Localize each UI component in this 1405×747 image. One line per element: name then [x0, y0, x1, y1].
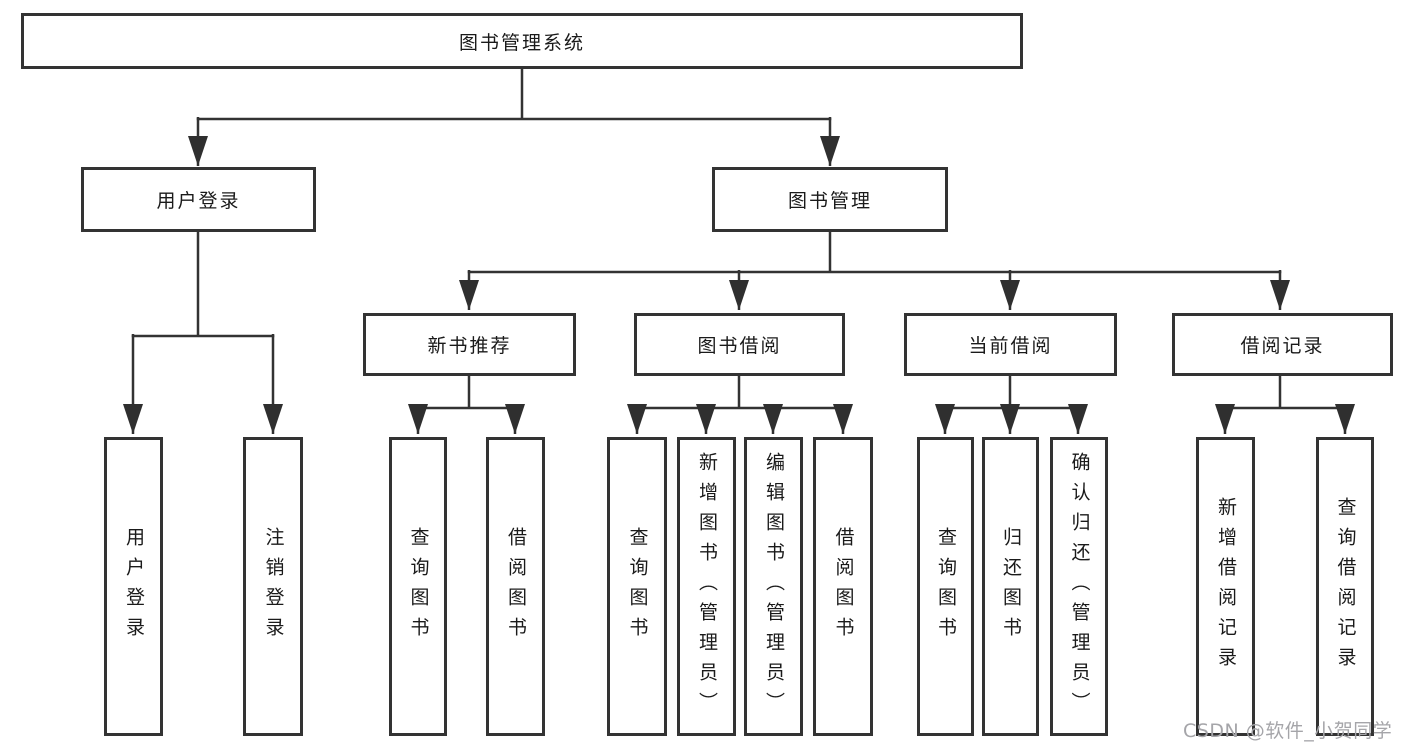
- node-label: 用户登录: [156, 190, 241, 212]
- node-book-borrowing: 图书借阅: [634, 313, 845, 376]
- node-label: 归还图书: [1000, 526, 1022, 647]
- node-new-book-recommendation: 新书推荐: [363, 313, 576, 376]
- leaf-borrow-books-recommend: 借阅图书: [486, 437, 545, 736]
- leaf-user-login: 用户登录: [104, 437, 163, 736]
- leaf-return-books: 归还图书: [982, 437, 1039, 736]
- leaf-add-borrow-record: 新增借阅记录: [1196, 437, 1255, 736]
- node-borrowing-records: 借阅记录: [1172, 313, 1393, 376]
- leaf-query-books-current: 查询图书: [917, 437, 974, 736]
- node-label: 新增借阅记录: [1215, 496, 1237, 677]
- node-label: 编辑图书（管理员）: [763, 451, 785, 722]
- node-label: 新书推荐: [427, 335, 512, 357]
- node-label: 借阅记录: [1240, 335, 1325, 357]
- node-label: 查询图书: [626, 526, 649, 647]
- leaf-edit-book-admin: 编辑图书（管理员）: [744, 437, 803, 736]
- node-book-management: 图书管理: [712, 167, 948, 232]
- node-label: 确认归还（管理员）: [1068, 451, 1091, 722]
- node-label: 注销登录: [262, 526, 285, 647]
- node-label: 用户登录: [123, 526, 145, 647]
- watermark: CSDN @软件_小贺同学: [1183, 720, 1393, 742]
- leaf-query-books-recommend: 查询图书: [389, 437, 447, 736]
- node-label: 借阅图书: [832, 526, 855, 647]
- leaf-query-borrow-record: 查询借阅记录: [1316, 437, 1374, 736]
- node-label: 新增图书（管理员）: [696, 451, 718, 722]
- node-user-login: 用户登录: [81, 167, 316, 232]
- node-label: 图书管理系统: [458, 31, 585, 54]
- node-label: 查询图书: [935, 526, 957, 647]
- node-label: 图书管理: [787, 190, 872, 212]
- leaf-query-books-borrowing: 查询图书: [607, 437, 667, 736]
- leaf-add-book-admin: 新增图书（管理员）: [677, 437, 736, 736]
- node-label: 借阅图书: [505, 526, 527, 647]
- leaf-borrow-books-borrowing: 借阅图书: [813, 437, 873, 736]
- leaf-confirm-return-admin: 确认归还（管理员）: [1050, 437, 1108, 736]
- node-library-management-system: 图书管理系统: [21, 13, 1023, 69]
- node-label: 图书借阅: [697, 335, 782, 357]
- node-label: 当前借阅: [968, 335, 1053, 357]
- leaf-logout: 注销登录: [243, 437, 303, 736]
- node-current-borrowing: 当前借阅: [904, 313, 1117, 376]
- node-label: 查询借阅记录: [1334, 496, 1357, 677]
- node-label: 查询图书: [407, 526, 430, 647]
